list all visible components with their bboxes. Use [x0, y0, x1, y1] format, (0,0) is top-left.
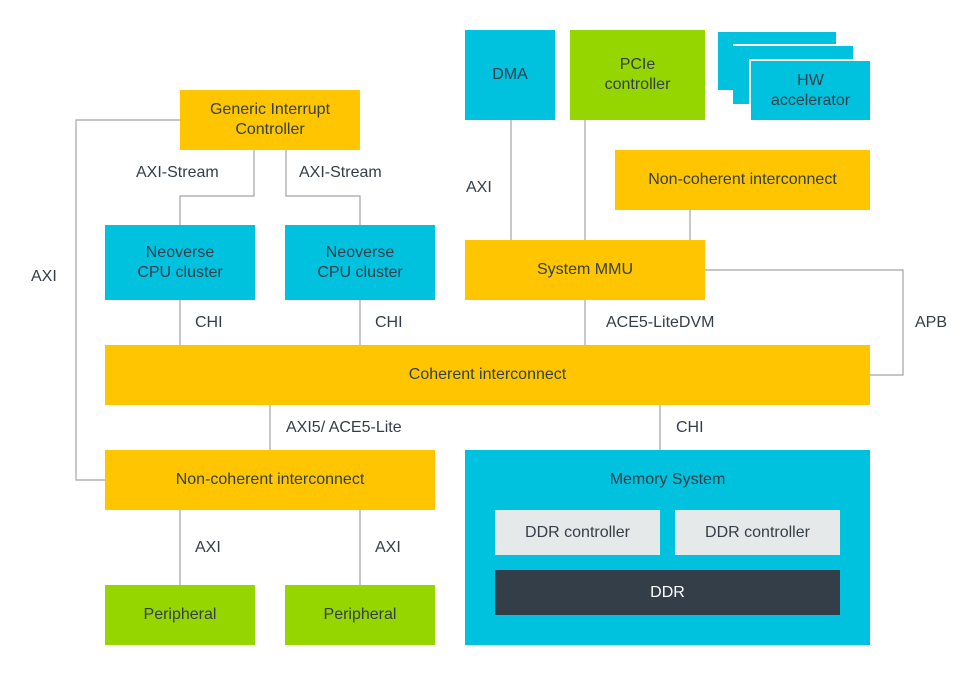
chi-cpu1-label: CHI	[195, 314, 223, 331]
gic-to-cpu1-line	[179, 150, 255, 225]
cpu-cluster-1: Neoverse CPU cluster	[105, 225, 255, 300]
dma-block: DMA	[465, 30, 555, 120]
gic-to-cpu2-line	[285, 150, 361, 225]
cpu-cluster-2: Neoverse CPU cluster	[285, 225, 435, 300]
system-mmu-block: System MMU	[465, 240, 705, 300]
ace5-litedvm-label: ACE5-LiteDVM	[606, 314, 715, 331]
ddr-controller-1: DDR controller	[495, 510, 660, 555]
memory-system-title: Memory System	[609, 471, 726, 488]
coherent-interconnect-block: Coherent interconnect	[105, 345, 870, 405]
ddr-controller-2: DDR controller	[675, 510, 840, 555]
axi-peripheral1-label: AXI	[195, 539, 221, 556]
axi5-ace5-lite-label: AXI5/ ACE5-Lite	[286, 419, 402, 436]
ddr-block: DDR	[495, 570, 840, 615]
gic-to-left-axi-line	[75, 119, 180, 481]
gic-block: Generic Interrupt Controller	[180, 90, 360, 150]
apb-label: APB	[915, 314, 948, 331]
noncoherent-interconnect-bottom: Non-coherent interconnect	[105, 450, 435, 510]
peripheral-2: Peripheral	[285, 585, 435, 645]
axi-stream-label-2: AXI-Stream	[299, 164, 382, 181]
axi-left-label: AXI	[31, 268, 57, 285]
chi-memory-label: CHI	[676, 419, 704, 436]
apb-line	[705, 269, 904, 376]
pcie-controller-block: PCIe controller	[570, 30, 705, 120]
peripheral-1: Peripheral	[105, 585, 255, 645]
hw-accelerator-block: HW accelerator	[749, 59, 870, 120]
chi-cpu2-label: CHI	[375, 314, 403, 331]
noncoherent-interconnect-top: Non-coherent interconnect	[615, 150, 870, 210]
axi-dma-label: AXI	[466, 179, 492, 196]
axi-peripheral2-label: AXI	[375, 539, 401, 556]
axi-stream-label-1: AXI-Stream	[136, 164, 219, 181]
